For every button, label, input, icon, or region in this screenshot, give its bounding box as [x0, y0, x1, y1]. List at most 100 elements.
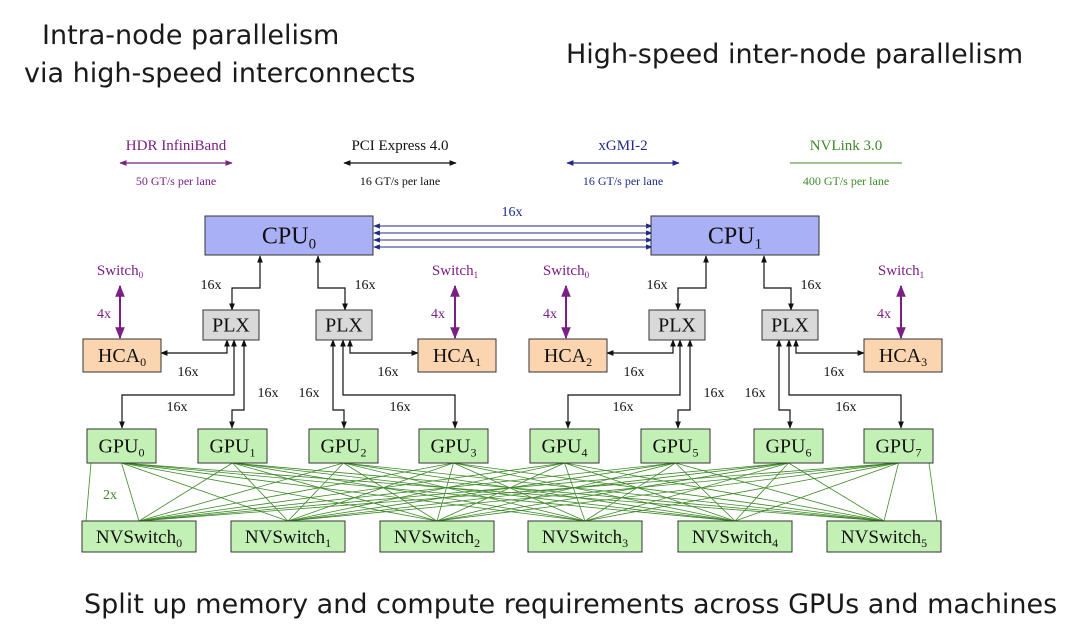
cpu-1-label: CPU1 [708, 223, 762, 252]
pcie-label-hca2: 16x [624, 365, 645, 380]
nvlink-gpu6-nvswitch5 [788, 462, 885, 522]
pcie-cpu1-plx-a [675, 255, 709, 311]
gpu-5-label: GPU5 [652, 436, 698, 460]
gpu-7 [863, 428, 934, 464]
nvlink-gpu5-nvswitch0 [138, 462, 676, 522]
nvlink-right-edge [928, 462, 938, 522]
pcie-plxa-gpu5 [675, 339, 693, 429]
legend-1-name: HDR InfiniBand [126, 138, 227, 154]
heading-bottom-summary: Split up memory and compute requirements… [84, 589, 1058, 620]
legend-2-rate: 16 GT/s per lane [360, 174, 440, 188]
gpu-4 [529, 428, 600, 464]
nvswitch-1 [230, 520, 346, 553]
plx-3 [761, 309, 819, 341]
gpu-6-label: GPU6 [765, 436, 811, 460]
hca-0 [82, 338, 162, 373]
cpu-0 [204, 215, 374, 256]
nvlink-gpu4-nvswitch3 [564, 462, 586, 522]
infiniband-label-hca0: 4x [97, 307, 111, 322]
switch-2-label: Switch0 [543, 263, 590, 280]
nvswitch-1-label: NVSwitch1 [245, 527, 331, 550]
nvswitch-4-label: NVSwitch4 [692, 527, 778, 550]
gpu-0 [86, 428, 157, 464]
hca-2 [528, 338, 608, 373]
pcie-label-cpu1-b: 16x [801, 278, 822, 293]
cpu-0-label: CPU0 [262, 223, 316, 252]
plx-3-label: PLX [771, 315, 809, 337]
nvlink-gpu6-nvswitch4 [734, 462, 789, 522]
nvlink-gpu0-nvswitch2 [121, 462, 438, 522]
pcie-cpu1-plx-b [761, 255, 794, 311]
pcie-label-hca0: 16x [178, 365, 199, 380]
nvlink-gpu0-nvswitch0 [121, 462, 140, 522]
pcie-plxb-hca3 [793, 339, 865, 356]
nvlink-gpu6-nvswitch2 [436, 462, 789, 522]
nvlink-gpu6-nvswitch0 [138, 462, 789, 522]
nvlink-gpu0-nvswitch1 [121, 462, 289, 522]
gpu-4-label: GPU4 [541, 436, 587, 460]
gpu-2-label: GPU2 [320, 436, 366, 460]
nvlink-gpu1-nvswitch2 [232, 462, 438, 522]
links-layer [85, 160, 938, 522]
xgmi-label: 16x [502, 205, 523, 220]
pcie-label-gpu3: 16x [390, 400, 411, 415]
nvlink-gpu2-nvswitch1 [287, 462, 344, 522]
gpu-3-label: GPU3 [430, 436, 476, 460]
pcie-plxa-hca2 [606, 339, 676, 356]
gpu-3 [418, 428, 489, 464]
nvswitch-0-label: NVSwitch0 [96, 527, 182, 550]
pcie-plxa-hca0 [160, 339, 230, 356]
pcie-label-cpu0-a: 16x [201, 278, 222, 293]
pcie-label-hca3: 16x [824, 365, 845, 380]
nvlink-gpu4-nvswitch5 [564, 462, 885, 522]
pcie-label-cpu0-b: 16x [355, 278, 376, 293]
switch-3-label: Switch1 [878, 263, 924, 280]
gpu-1 [197, 428, 268, 464]
plx-2 [648, 309, 706, 341]
nvlink-gpu7-nvswitch3 [584, 462, 899, 522]
pcie-label-hca1: 16x [378, 365, 399, 380]
nvlink-gpu4-nvswitch4 [564, 462, 736, 522]
nvlink-gpu5-nvswitch5 [675, 462, 885, 522]
gpu-7-label: GPU7 [875, 436, 921, 460]
nvlink-gpu3-nvswitch1 [287, 462, 454, 522]
nvlink-gpu2-nvswitch2 [343, 462, 438, 522]
legend-4-name: NVLink 3.0 [810, 138, 883, 154]
pcie-label-gpu2: 16x [299, 386, 320, 401]
legend-1-rate: 50 GT/s per lane [136, 174, 216, 188]
gpu-0-label: GPU0 [98, 436, 144, 460]
legend-4-rate: 400 GT/s per lane [803, 174, 889, 188]
gpu-6 [753, 428, 824, 464]
pcie-label-gpu4: 16x [613, 400, 634, 415]
nvlink-gpu1-nvswitch1 [232, 462, 289, 522]
pcie-cpu0-plx-a [229, 255, 263, 311]
nvlink-gpu7-nvswitch4 [734, 462, 899, 522]
nvlink-gpu4-nvswitch2 [436, 462, 565, 522]
plx-0-label: PLX [212, 315, 250, 337]
switch-0-label: Switch0 [97, 263, 144, 280]
nvlink-gpu3-nvswitch2 [436, 462, 454, 522]
nvlink-gpu4-nvswitch1 [287, 462, 565, 522]
cpu-1 [650, 215, 820, 256]
pcie-label-gpu1: 16x [258, 386, 279, 401]
plx-2-label: PLX [658, 315, 696, 337]
pcie-plxb-gpu3 [340, 339, 458, 429]
nvswitch-3 [527, 520, 643, 553]
pcie-plxb-gpu6 [776, 339, 793, 429]
nvlink-gpu4-nvswitch0 [138, 462, 565, 522]
infiniband-label-hca2: 4x [543, 307, 557, 322]
nvswitch-3-label: NVSwitch3 [542, 527, 628, 550]
gpu-1-label: GPU1 [209, 436, 255, 460]
nvswitch-5 [826, 520, 942, 553]
plx-1 [315, 309, 373, 341]
hca-3-label: HCA3 [879, 345, 927, 369]
pcie-label-cpu1-a: 16x [647, 278, 668, 293]
pcie-label-gpu7: 16x [836, 400, 857, 415]
nvswitch-2-label: NVSwitch2 [394, 527, 480, 550]
legend-3-rate: 16 GT/s per lane [583, 174, 663, 188]
hca-1 [417, 338, 497, 373]
nvlink-left-edge [85, 462, 92, 522]
components-layer [81, 215, 943, 553]
nvlink-gpu1-nvswitch0 [138, 462, 233, 522]
